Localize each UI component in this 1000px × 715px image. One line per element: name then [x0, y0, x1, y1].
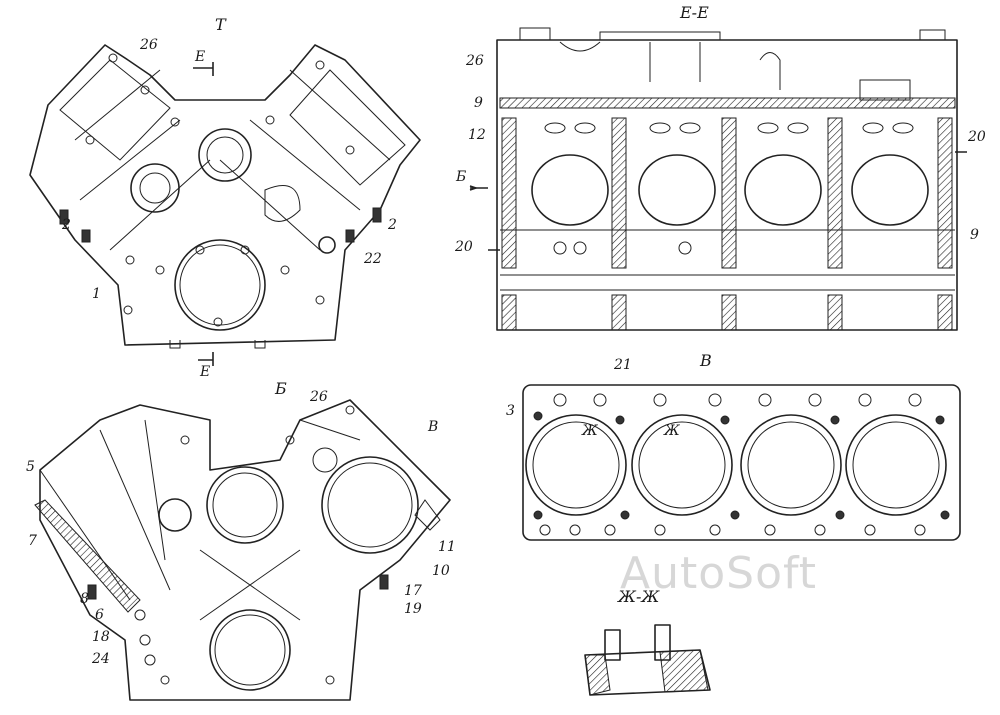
callout-2-left: 2 [62, 217, 71, 233]
callout-1: 1 [92, 286, 101, 302]
view-title-v: В [700, 351, 712, 370]
callout-v-arrow: В [428, 419, 439, 435]
callout-24: 24 [92, 651, 110, 667]
callout-2-right: 2 [388, 217, 397, 233]
callout-21: 21 [614, 357, 632, 373]
view-title-b: Б [275, 379, 287, 398]
callout-26-section: 26 [466, 53, 484, 69]
callout-26-side: 26 [310, 389, 328, 405]
callout-10: 10 [432, 563, 450, 579]
callout-5: 5 [26, 459, 35, 475]
callout-26: 26 [140, 37, 158, 53]
callout-18: 18 [92, 629, 110, 645]
callout-20-right: 20 [968, 129, 986, 145]
callout-20-left: 20 [455, 239, 473, 255]
callout-6: 6 [95, 607, 104, 623]
callout-17: 17 [404, 583, 422, 599]
section-view-zh-zh [584, 624, 711, 696]
callout-22: 22 [364, 251, 382, 267]
callout-e-top: Е [195, 49, 206, 65]
callout-zh-right: Ж [664, 423, 680, 439]
gasket-view [522, 384, 961, 541]
callout-b-arrow: Б [456, 169, 467, 185]
section-view-e-e [469, 27, 967, 331]
front-view [29, 44, 421, 366]
callout-9-top: 9 [474, 95, 483, 111]
callout-8: 8 [80, 591, 89, 607]
callout-3: 3 [506, 403, 515, 419]
view-title-e-e: Е-Е [680, 3, 709, 22]
section-title-zh-zh: Ж-Ж [618, 587, 660, 606]
watermark: AutoSoft [620, 548, 817, 599]
callout-19: 19 [404, 601, 422, 617]
callout-11: 11 [438, 539, 456, 555]
callout-12: 12 [468, 127, 486, 143]
side-view-b [34, 399, 451, 701]
callout-7: 7 [28, 533, 37, 549]
callout-zh-left: Ж [582, 423, 598, 439]
view-title-t: Т [215, 15, 226, 34]
callout-e-bottom: Е [200, 364, 211, 380]
callout-9-right: 9 [970, 227, 979, 243]
